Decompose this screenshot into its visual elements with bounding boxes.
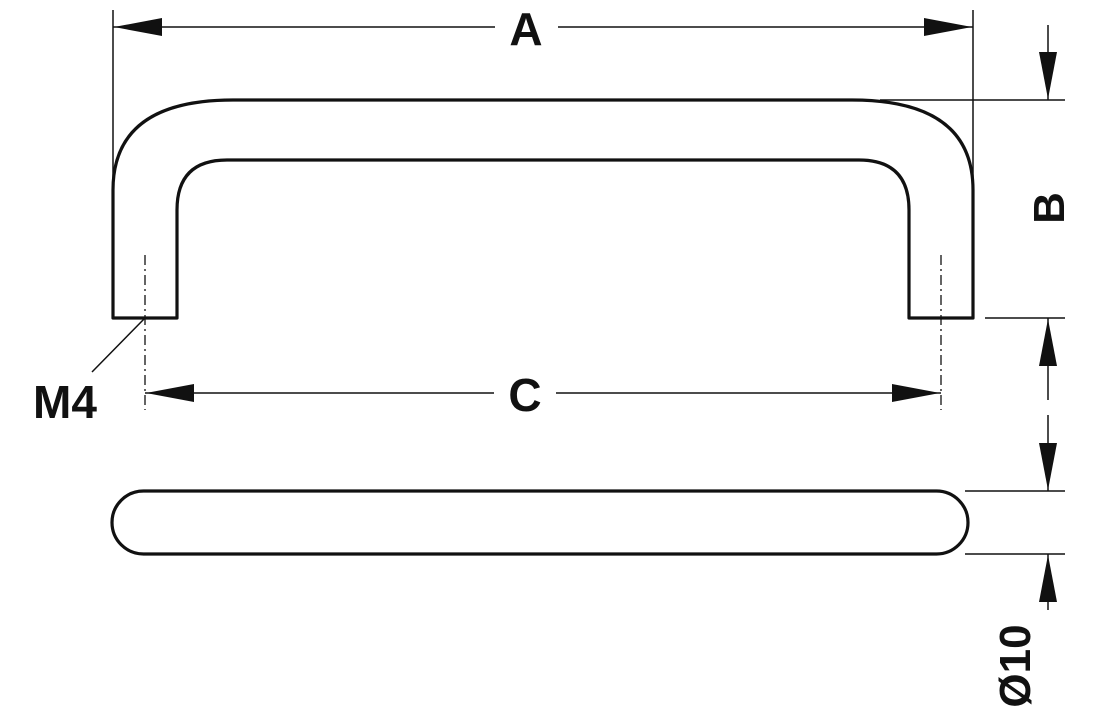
dimension-b-label: B <box>1025 192 1074 224</box>
diameter-label: Ø10 <box>991 624 1040 707</box>
dimension-c-label: C <box>508 369 541 421</box>
dimension-b <box>880 25 1065 400</box>
dimension-a-label: A <box>509 3 542 55</box>
handle-front-view <box>111 98 975 320</box>
thread-leader-line <box>91 317 146 373</box>
dimension-diameter <box>965 415 1065 610</box>
dimension-c <box>145 384 941 402</box>
handle-side-view <box>110 489 970 556</box>
thread-label: M4 <box>33 376 97 428</box>
dimension-a <box>112 10 974 185</box>
